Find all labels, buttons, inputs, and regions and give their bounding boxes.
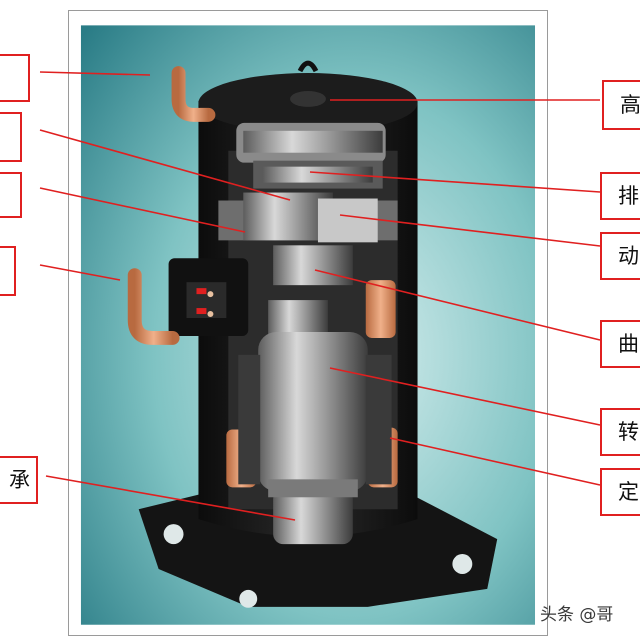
- discharge-tube: [171, 66, 216, 122]
- crankshaft-top: [273, 245, 353, 286]
- label-right-5: 转: [600, 408, 640, 456]
- label-left-2: [0, 112, 22, 162]
- motor-rotor: [258, 331, 368, 492]
- label-right-1: 高: [602, 80, 640, 130]
- label-right-4: 曲: [600, 320, 640, 368]
- compressor-cutaway-illustration: [69, 11, 547, 635]
- label-left-3: [0, 172, 22, 218]
- label-left-4: [0, 246, 16, 296]
- image-frame: [68, 10, 548, 636]
- suction-tube: [127, 268, 180, 345]
- copper-winding-upper: [365, 280, 396, 338]
- watermark-text: 头条 @哥: [540, 605, 614, 625]
- label-right-3: 动: [600, 232, 640, 280]
- label-right-2: 排: [600, 172, 640, 220]
- label-right-6: 定: [600, 468, 640, 516]
- label-left-1: [0, 54, 30, 102]
- lower-bearing: [273, 489, 353, 545]
- label-left-5: 承: [0, 456, 38, 504]
